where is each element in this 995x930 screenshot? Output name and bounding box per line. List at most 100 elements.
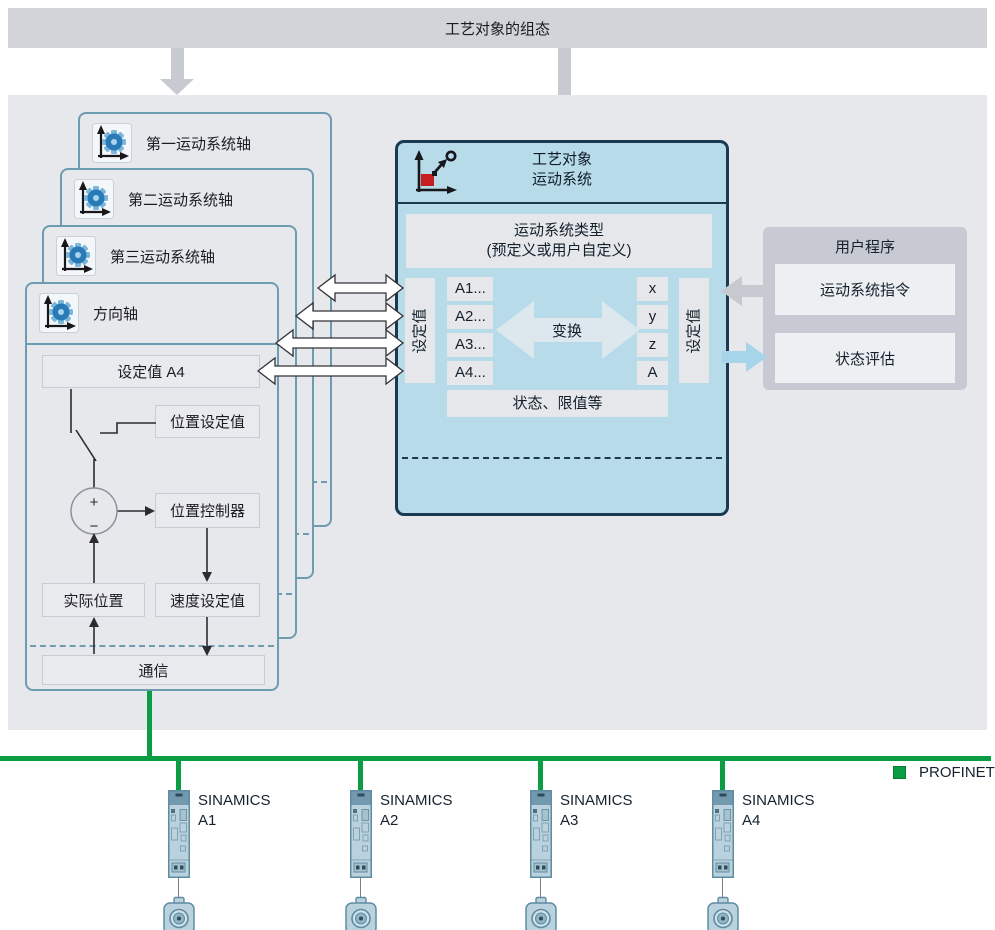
user-program-panel: 用户程序 运动系统指令 状态评估 <box>763 227 967 390</box>
status-limits-label: 状态、限值等 <box>512 394 603 412</box>
motor-icon <box>525 896 557 930</box>
config-banner-title: 工艺对象的组态 <box>444 20 550 38</box>
kinematics-to-box: 工艺对象 运动系统 运动系统类型 (预定义或用户自定义) 设定值 A1... A… <box>395 140 729 516</box>
setpoint-right-box: 设定值 <box>679 278 709 383</box>
setpoint-a4-label: 设定值 A4 <box>117 364 185 381</box>
axis-value-a1: A1... <box>455 280 486 297</box>
cartesian-z-box: z <box>637 333 668 357</box>
setpoint-left-label: 设定值 <box>411 307 429 354</box>
motor-cable-a1 <box>178 878 179 900</box>
direction-axis-dashed-separator <box>30 645 274 647</box>
axis-value-a4-box: A4... <box>447 361 493 385</box>
user-program-title: 用户程序 <box>834 239 895 256</box>
drive-a4-name: SINAMICS <box>742 792 815 809</box>
communication-label: 通信 <box>138 662 169 680</box>
config-banner: 工艺对象的组态 <box>8 8 987 48</box>
profinet-legend-label: PROFINET <box>919 764 995 781</box>
direction-axis-header: 方向轴 <box>39 292 138 334</box>
cartesian-y: y <box>648 308 657 325</box>
motor-icon <box>707 896 739 930</box>
kinematics-dashed-separator <box>402 457 722 459</box>
axis-box-2-header: 第二运动系统轴 <box>74 178 233 220</box>
position-setpoint-box: 位置设定值 <box>155 405 260 438</box>
cartesian-x: x <box>648 280 657 297</box>
bus-drop-a4 <box>720 761 725 791</box>
status-evaluation-box: 状态评估 <box>775 333 955 383</box>
cartesian-x-box: x <box>637 277 668 301</box>
down-arrow-left-head <box>160 79 194 95</box>
axis-box-3-label: 第三运动系统轴 <box>110 248 216 266</box>
drive-a3-label: SINAMICS A3 <box>560 791 633 831</box>
drive-a2-name: SINAMICS <box>380 792 453 809</box>
bus-drop-a1 <box>176 761 181 791</box>
axis-box-1-header: 第一运动系统轴 <box>92 122 251 164</box>
drive-a4-label: SINAMICS A4 <box>742 791 815 831</box>
drive-a3-axis: A3 <box>560 812 579 829</box>
position-setpoint-label: 位置设定值 <box>169 414 245 431</box>
transform-label: 变换 <box>551 323 582 340</box>
motor-icon <box>163 896 195 930</box>
motor-cable-a4 <box>722 878 723 900</box>
axis-box-direction-axis: 方向轴 设定值 A4 位置设定值 位置控制器 实际位置 速度设定值 通信 <box>25 282 279 691</box>
actual-position-label: 实际位置 <box>63 592 124 610</box>
axis-box-3-header: 第三运动系统轴 <box>56 235 215 277</box>
motion-commands-label: 运动系统指令 <box>819 282 910 299</box>
direction-axis-header-divider <box>27 343 277 345</box>
kinematics-title: 工艺对象 运动系统 <box>398 150 726 190</box>
axis-value-a1-box: A1... <box>447 277 493 301</box>
axis-value-a3-box: A3... <box>447 333 493 357</box>
kinematics-title-line2: 运动系统 <box>531 171 592 188</box>
drive-a3-name: SINAMICS <box>560 792 633 809</box>
actual-position-box: 实际位置 <box>42 583 145 617</box>
drive-a2-axis: A2 <box>380 812 399 829</box>
bus-drop-a3 <box>538 761 543 791</box>
drive-a1-label: SINAMICS A1 <box>198 791 271 831</box>
profinet-bus <box>0 756 991 761</box>
sinamics-drive-icon <box>712 790 734 878</box>
axis-value-a3: A3... <box>455 336 486 353</box>
position-controller-box: 位置控制器 <box>155 493 260 528</box>
status-limits-box: 状态、限值等 <box>447 390 668 417</box>
motor-cable-a3 <box>540 878 541 900</box>
down-arrow-left-shaft <box>171 48 184 80</box>
axis-box-2-label: 第二运动系统轴 <box>128 191 234 209</box>
drive-a2-label: SINAMICS A2 <box>380 791 453 831</box>
profinet-legend-icon <box>893 766 906 779</box>
axis-coordinate-gear-icon <box>92 123 132 163</box>
down-arrow-center-shaft <box>558 48 571 103</box>
sinamics-drive-icon <box>350 790 372 878</box>
axis-coordinate-gear-icon <box>74 179 114 219</box>
motor-cable-a2 <box>360 878 361 900</box>
drive-bus-riser <box>147 687 152 757</box>
axis-value-a4: A4... <box>455 364 486 381</box>
motion-commands-box: 运动系统指令 <box>775 264 955 315</box>
axis-value-a2: A2... <box>455 308 486 325</box>
communication-box: 通信 <box>42 655 265 685</box>
sinamics-drive-icon <box>168 790 190 878</box>
position-controller-label: 位置控制器 <box>169 503 245 520</box>
setpoint-a4-box: 设定值 A4 <box>42 355 260 388</box>
setpoint-left-box: 设定值 <box>405 278 435 383</box>
kinematics-type-box: 运动系统类型 (预定义或用户自定义) <box>406 214 712 268</box>
kinematics-type-line2: (预定义或用户自定义) <box>486 242 632 259</box>
drive-a1-name: SINAMICS <box>198 792 271 809</box>
kinematics-type-line1: 运动系统类型 <box>513 222 604 239</box>
bus-drop-a2 <box>358 761 363 791</box>
axis-coordinate-gear-icon <box>56 236 96 276</box>
sinamics-drive-icon <box>530 790 552 878</box>
cartesian-z: z <box>648 336 657 353</box>
kinematics-title-line1: 工艺对象 <box>531 151 592 168</box>
drive-a1-axis: A1 <box>198 812 217 829</box>
velocity-setpoint-box: 速度设定值 <box>155 583 260 617</box>
axis-coordinate-gear-icon <box>39 293 79 333</box>
drive-a4-axis: A4 <box>742 812 761 829</box>
direction-axis-label: 方向轴 <box>93 305 139 323</box>
status-evaluation-label: 状态评估 <box>834 350 895 368</box>
setpoint-right-label: 设定值 <box>685 307 703 354</box>
motor-icon <box>345 896 377 930</box>
velocity-setpoint-label: 速度设定值 <box>169 592 245 610</box>
cartesian-a: A <box>647 364 658 381</box>
cartesian-a-box: A <box>637 361 668 385</box>
cartesian-y-box: y <box>637 305 668 329</box>
